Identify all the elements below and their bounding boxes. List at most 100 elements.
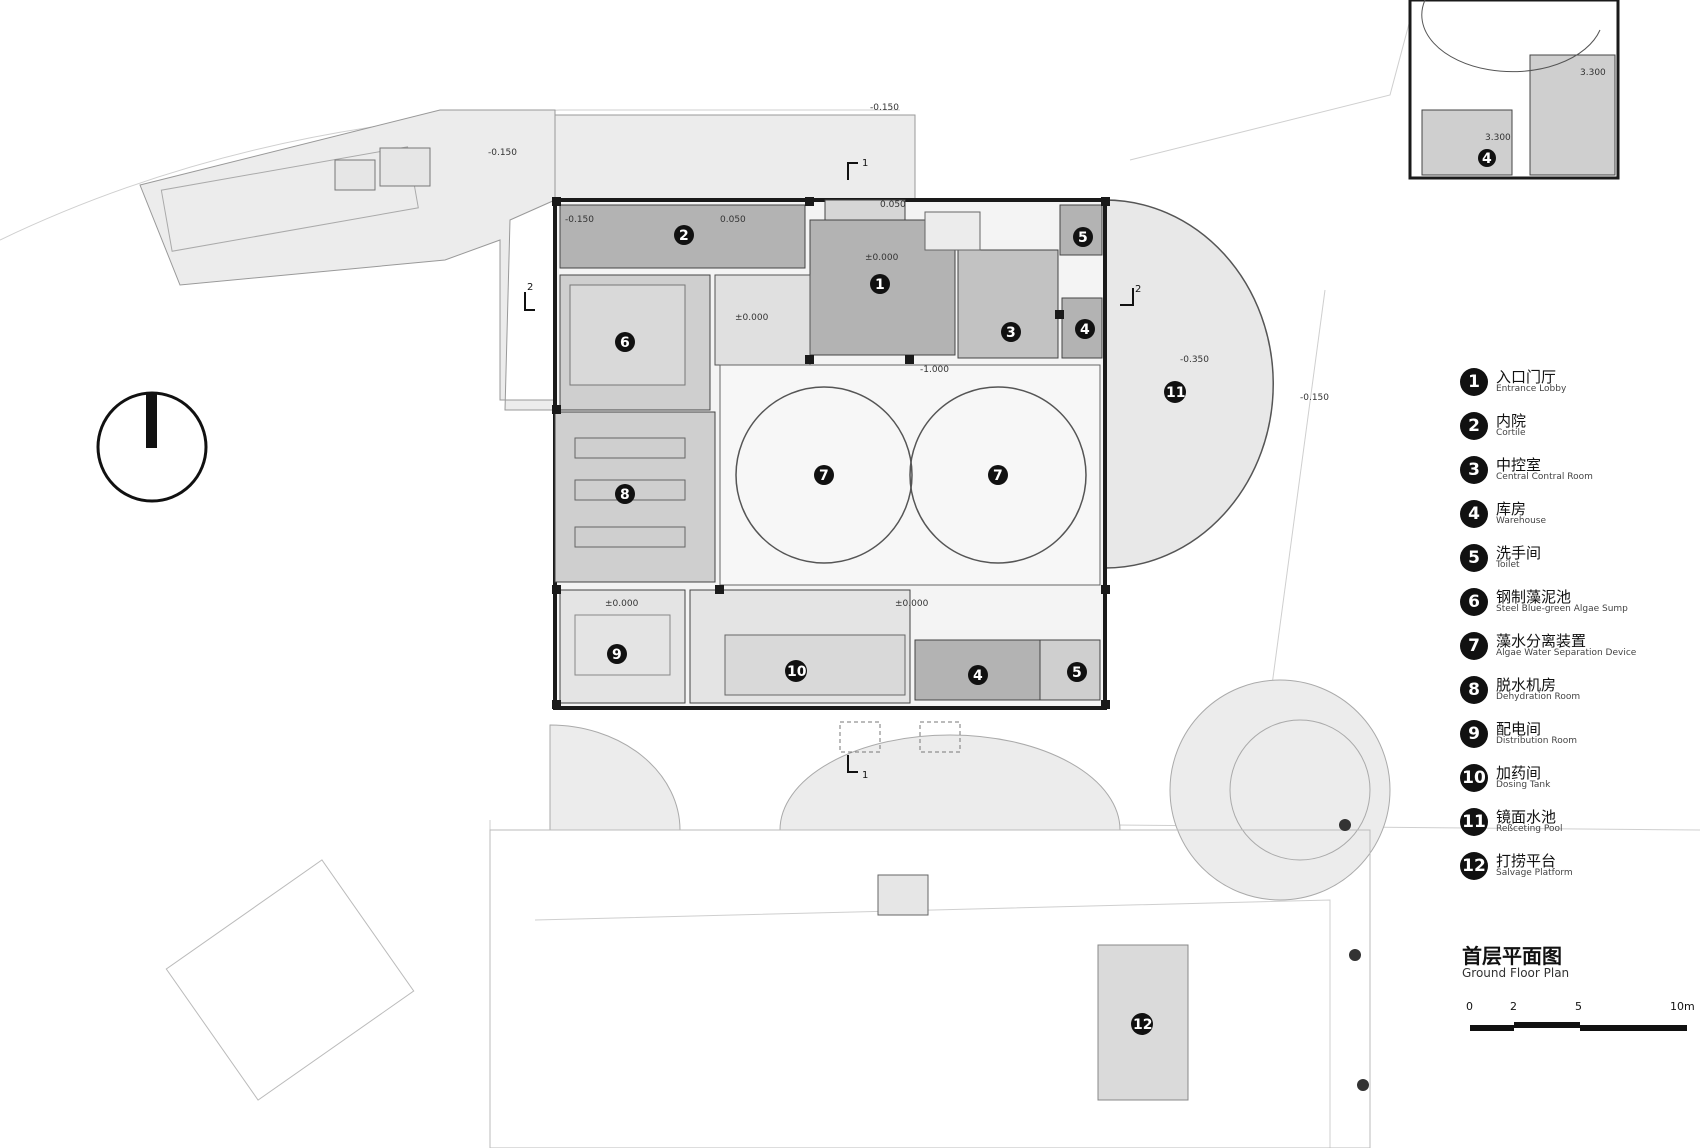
legend-label-cn: 打捞平台 [1496,851,1557,870]
legend-label-cn: 镜面水池 [1496,807,1557,826]
legend-label-en: Dehydration Room [1496,692,1581,703]
drawing-title-cn: 首层平面图 [1462,944,1562,968]
room-tag: 7 [819,468,829,484]
section-mark-label: 1 [862,770,868,781]
elevation-label: -1.000 [920,365,949,375]
section-mark-label: 1 [862,158,868,169]
elevation-label: ±0.000 [865,253,899,263]
legend-label-cn: 钢制藻泥池 [1496,587,1572,606]
legend-number: 4 [1460,500,1488,528]
legend-label-cn: 库房 [1496,499,1527,518]
north-arrow-icon [96,391,208,503]
legend-number: 7 [1460,632,1488,660]
room-tags: 1 2 3 4 4 4 5 5 6 7 7 8 9 10 11 12 [607,149,1496,1035]
room-tag: 1 [875,277,885,293]
elevation-label: 0.050 [880,200,906,210]
scale-label: 0 [1466,1000,1473,1013]
columns [552,197,1110,709]
elevation-label: ±0.000 [895,599,929,609]
elevation-label: -0.350 [1180,355,1209,365]
elevation-label: 0.050 [720,215,746,225]
legend-number: 1 [1460,368,1488,396]
legend-number: 11 [1460,808,1488,836]
elevation-label: -0.150 [565,215,594,225]
room-tag: 7 [993,468,1003,484]
legend-label-en: Entrance Lobby [1496,384,1567,395]
room-tag: 3 [1006,325,1016,341]
legend-label-en: Salvage Platform [1496,868,1573,879]
room-tag: 4 [973,668,983,684]
legend-label-cn: 加药间 [1496,763,1542,782]
legend-label-en: Central Contral Room [1496,472,1593,483]
room-tag: 11 [1166,385,1185,401]
scale-label: 10m [1670,1000,1695,1013]
building [553,198,1107,710]
room-tag: 8 [620,487,630,503]
room-tag: 4 [1482,151,1492,167]
legend-number: 8 [1460,676,1488,704]
upper-right-inset [1408,0,1620,180]
room-tag: 4 [1080,322,1090,338]
elevation-label: -0.150 [870,103,899,113]
legend-label-en: Reßceting Pool [1496,824,1563,835]
legend-label-cn: 入口门厅 [1496,367,1557,386]
scale-bar [1470,1022,1687,1031]
legend-number: 3 [1460,456,1488,484]
legend-number: 9 [1460,720,1488,748]
room-tag: 9 [612,647,622,663]
section-mark-label: 2 [527,282,533,293]
elevation-labels: -0.150 -0.150 -0.150 0.050 0.050 ±0.000 … [488,68,1606,609]
scale-label: 5 [1575,1000,1582,1013]
room-tag: 5 [1072,665,1082,681]
elevation-label: -0.150 [488,148,517,158]
elevation-label: 3.300 [1580,68,1606,78]
legend-label-en: Dosing Tank [1496,780,1551,791]
legend-number: 12 [1460,852,1488,880]
legend-label-en: Toilet [1496,560,1520,571]
legend-label-cn: 脱水机房 [1496,675,1557,694]
legend-label-cn: 内院 [1496,411,1527,430]
elevation-label: ±0.000 [605,599,639,609]
legend-number: 2 [1460,412,1488,440]
legend-label-cn: 洗手间 [1496,543,1542,562]
legend-label-en: Distribution Room [1496,736,1577,747]
legend-label-cn: 藻水分离装置 [1496,631,1587,650]
drawing-title-en: Ground Floor Plan [1462,966,1570,980]
legend-label-cn: 配电间 [1496,719,1542,738]
entrance-path [139,109,916,411]
separation-devices [735,386,1087,564]
legend-label-en: Steel Blue-green Algae Sump [1496,604,1628,615]
legend-label-en: Cortile [1496,428,1526,439]
legend-number: 6 [1460,588,1488,616]
room-tag: 2 [679,228,689,244]
legend-label-cn: 中控室 [1496,455,1542,474]
elevation-label: ±0.000 [735,313,769,323]
room-tag: 10 [787,664,807,680]
section-mark-label: 2 [1135,284,1141,295]
legend-label-en: Warehouse [1496,516,1547,527]
legend-number: 5 [1460,544,1488,572]
